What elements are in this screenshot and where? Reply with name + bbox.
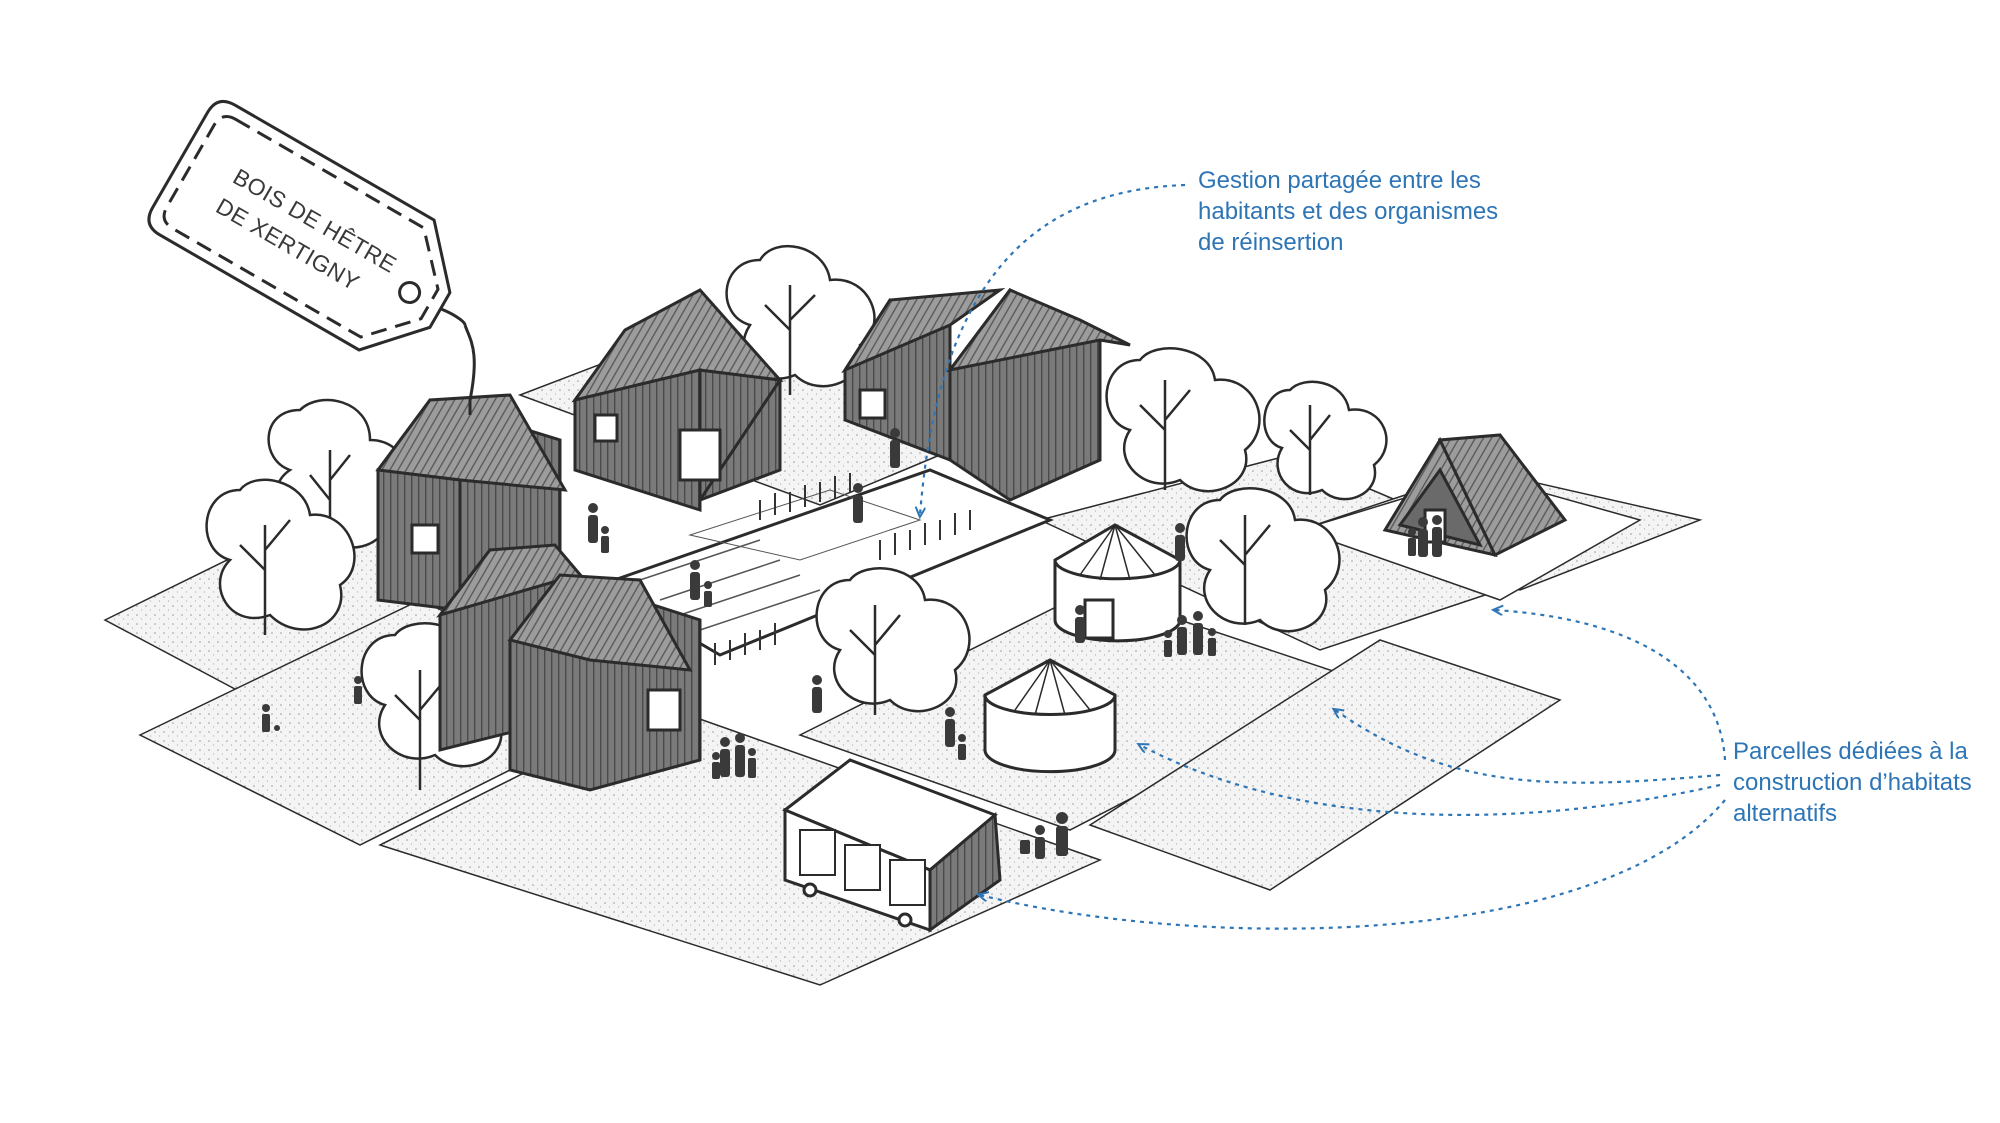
garden-plants (699, 473, 971, 670)
tree (725, 244, 876, 395)
person (601, 526, 609, 553)
yurt (983, 658, 1117, 774)
person (890, 428, 900, 468)
annotation-arrows (920, 183, 1727, 930)
empty-plot-1 (1088, 639, 1562, 891)
window (889, 859, 926, 906)
tiny-house-on-wheels (782, 758, 1002, 933)
arrow-plot-1 (1495, 610, 1727, 761)
travelers (1020, 812, 1068, 859)
wheel (802, 882, 818, 898)
window (858, 388, 887, 420)
twin-house (841, 287, 1131, 502)
annotation-shared-management: Gestion partagée entre les habitants et … (1198, 167, 1499, 256)
arrow-shared-management (920, 183, 1186, 515)
tree (1105, 347, 1261, 493)
window (678, 428, 722, 482)
person (690, 560, 700, 600)
person (812, 675, 822, 713)
person (588, 503, 598, 543)
family (712, 733, 756, 779)
people (262, 428, 1442, 859)
person (853, 483, 863, 523)
arrow-plot-2 (1335, 710, 1721, 784)
window (410, 523, 440, 555)
twin-house (436, 543, 702, 792)
tree (205, 478, 356, 635)
person (945, 707, 955, 747)
window (593, 413, 619, 443)
family (1408, 515, 1442, 557)
a-frame-cabin (1382, 433, 1568, 558)
window (799, 829, 836, 876)
person (354, 676, 362, 704)
tree (1185, 487, 1341, 633)
person (958, 734, 966, 760)
person (704, 581, 712, 607)
trees (205, 244, 1388, 790)
person (262, 704, 280, 732)
window (646, 688, 682, 732)
wheel (897, 912, 913, 928)
family (1164, 611, 1216, 657)
window (844, 844, 881, 891)
arrow-plot-3 (1140, 745, 1721, 816)
wood-origin-tag: BOIS DE HÊTRE DE XERTIGNY (147, 99, 476, 415)
annotation-plots: Parcelles dédiées à la construction d’ha… (1733, 738, 1972, 827)
vegetable-garden (596, 468, 1054, 670)
tree (1263, 380, 1388, 501)
yurt (1053, 523, 1182, 643)
wooden-house (571, 288, 784, 513)
person (1175, 523, 1185, 561)
tree (815, 567, 971, 715)
tag-hole (398, 281, 422, 304)
person (1075, 605, 1085, 643)
